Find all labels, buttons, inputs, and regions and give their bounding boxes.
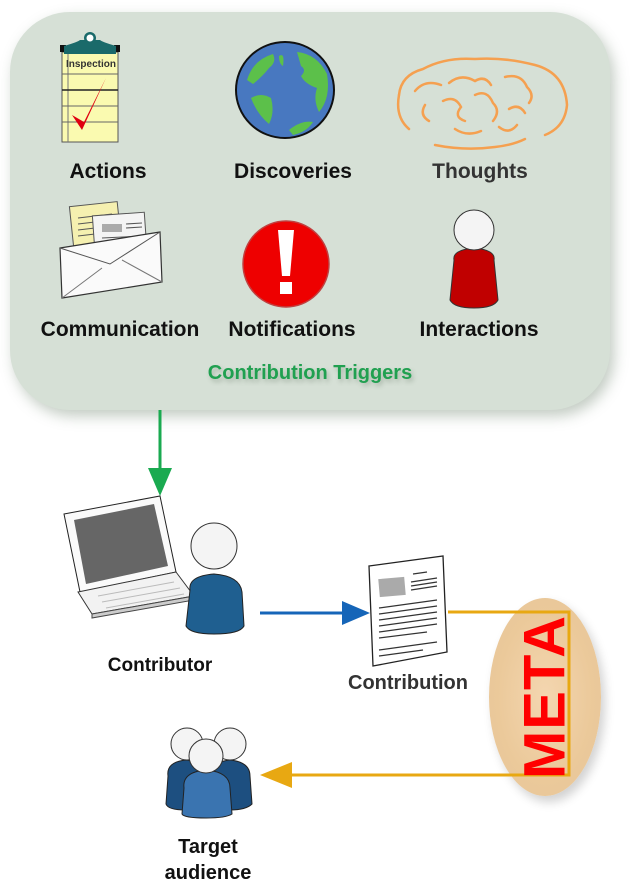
clipboard-checklist-icon: Inspection	[60, 32, 120, 143]
contribution-triggers-title: Contribution Triggers	[207, 362, 413, 384]
person-at-laptop-icon	[63, 495, 245, 635]
audience-label-line1: Target	[178, 836, 238, 858]
brain-icon	[396, 57, 569, 150]
meta-oval	[489, 598, 601, 796]
trigger-label-actions: Actions	[69, 160, 147, 183]
trigger-label-notifications: Notifications	[228, 318, 356, 341]
clipboard-heading: Inspection	[66, 59, 116, 70]
trigger-label-interactions: Interactions	[419, 318, 539, 341]
envelope-icon	[59, 201, 163, 299]
group-icon	[165, 727, 253, 819]
trigger-label-discoveries: Discoveries	[234, 160, 352, 183]
trigger-label-thoughts: Thoughts	[432, 160, 528, 183]
person-icon	[449, 209, 499, 309]
gold-arrowhead	[260, 762, 292, 788]
document-icon	[368, 555, 448, 667]
green-arrowhead	[148, 468, 172, 496]
blue-arrowhead	[342, 601, 370, 625]
contributor-label: Contributor	[107, 655, 213, 676]
globe-icon	[235, 41, 335, 139]
audience-label-line2: audience	[164, 862, 252, 884]
contribution-label: Contribution	[348, 672, 468, 694]
exclamation-alert-icon	[242, 220, 330, 308]
gold-arrow-line	[290, 610, 571, 777]
meta-label: META	[512, 614, 578, 780]
trigger-label-communication: Communication	[40, 318, 200, 341]
